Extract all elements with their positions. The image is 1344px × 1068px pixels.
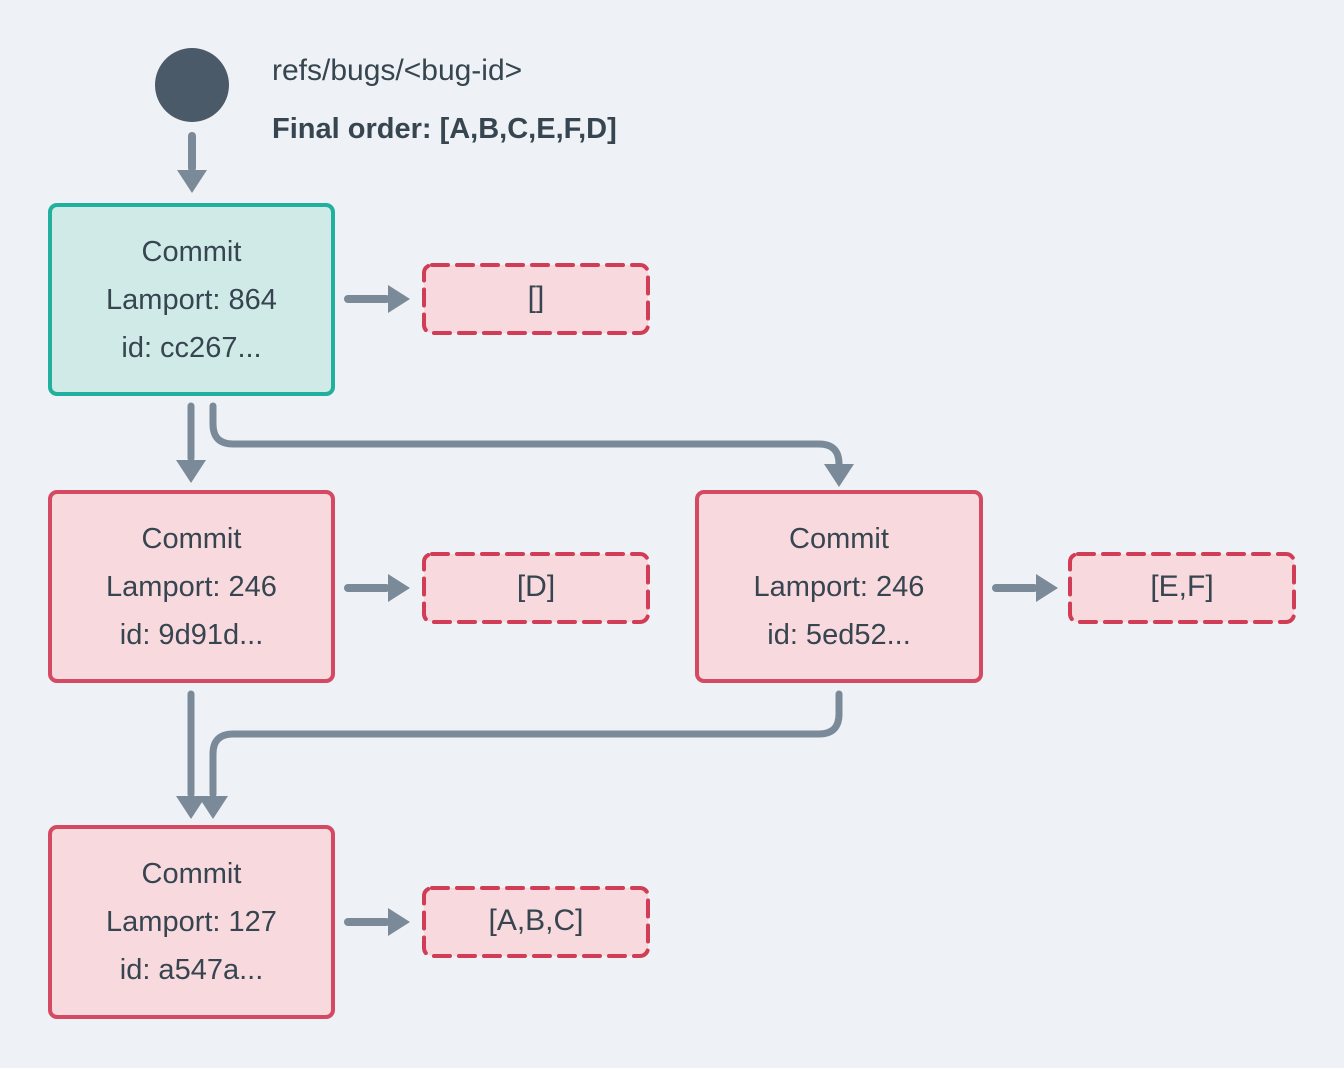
commit-title: Commit bbox=[141, 858, 242, 890]
commit-title: Commit bbox=[141, 522, 242, 555]
ops-list-right: [E,F] bbox=[1150, 570, 1214, 603]
ops-list-left: [D] bbox=[516, 570, 556, 603]
arrowhead-root-to-left bbox=[176, 460, 206, 483]
commit-id: id: cc267... bbox=[121, 331, 262, 364]
ops-box-bottom bbox=[422, 886, 650, 958]
commit-id: id: 5ed52... bbox=[767, 618, 911, 651]
arrowhead-left-to-ops bbox=[388, 574, 410, 602]
commit-node-left: Commit Lamport: 246 id: 9d91d... bbox=[48, 490, 335, 683]
commit-node-root: Commit Lamport: 864 id: cc267... bbox=[48, 203, 335, 396]
commit-title: Commit bbox=[789, 522, 889, 555]
arrowhead-right-to-ops bbox=[1036, 574, 1058, 602]
edge-right-to-bottom bbox=[209, 690, 843, 798]
commit-id: id: 9d91d... bbox=[119, 618, 264, 651]
commit-id: id: a547a... bbox=[119, 954, 264, 986]
commit-node-bottom: Commit Lamport: 127 id: a547a... bbox=[48, 825, 335, 1019]
commit-lamport: Lamport: 127 bbox=[106, 906, 277, 938]
arrowhead-left-to-bottom bbox=[176, 796, 206, 819]
ref-head-node bbox=[155, 48, 229, 122]
ops-box-right bbox=[1068, 552, 1296, 624]
ops-list-root: [] bbox=[527, 281, 545, 314]
commit-title: Commit bbox=[141, 235, 242, 268]
arrowhead-root-to-right bbox=[824, 464, 854, 487]
arrowhead-root-to-ops bbox=[388, 285, 410, 313]
edge-root-to-right bbox=[209, 402, 843, 468]
arrowhead-right-to-bottom bbox=[198, 796, 228, 819]
arrowhead-bottom-to-ops bbox=[388, 908, 410, 936]
commit-lamport: Lamport: 246 bbox=[106, 570, 277, 603]
commit-lamport: Lamport: 864 bbox=[106, 283, 277, 316]
commit-lamport: Lamport: 246 bbox=[753, 570, 925, 603]
ops-list-bottom: [A,B,C] bbox=[488, 904, 584, 937]
ref-name-label: refs/bugs/<bug-id> bbox=[272, 54, 523, 87]
ops-box-left bbox=[422, 552, 650, 624]
ops-box-root bbox=[422, 263, 650, 335]
commit-node-right: Commit Lamport: 246 id: 5ed52... bbox=[695, 490, 983, 683]
arrowhead-ref-to-root bbox=[177, 170, 207, 193]
final-order-label: Final order: [A,B,C,E,F,D] bbox=[272, 113, 617, 145]
